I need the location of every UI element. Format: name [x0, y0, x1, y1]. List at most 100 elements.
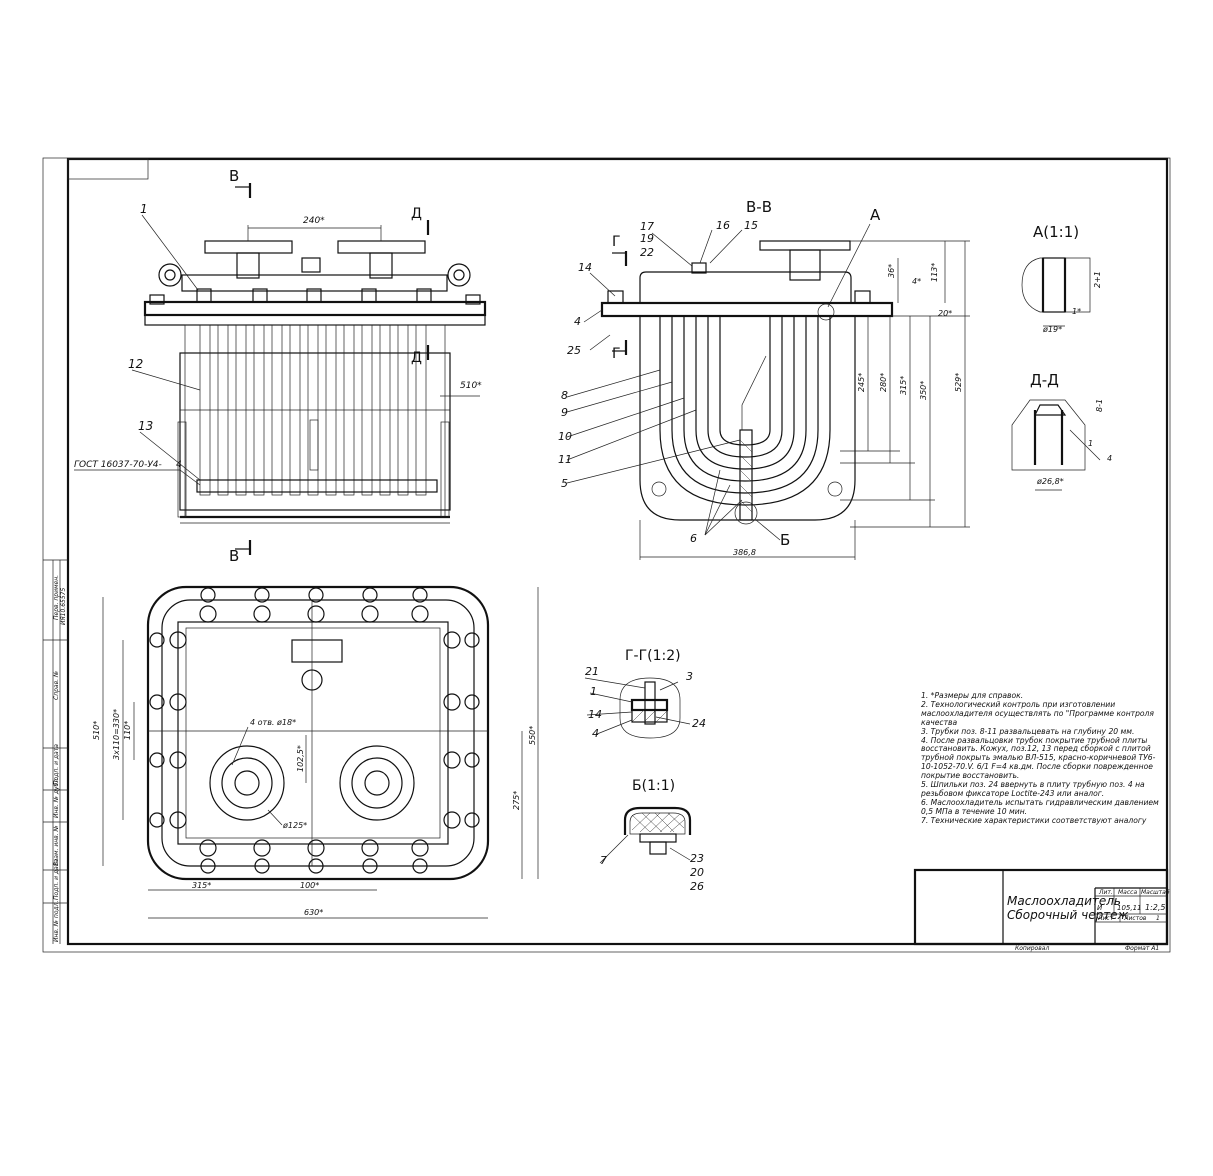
dim-plan-110: 110*	[123, 721, 132, 740]
dim-bb-3868: 386,8	[733, 548, 756, 557]
sheets-label: Листов	[1123, 915, 1147, 922]
pos-bb-14: 14	[578, 261, 592, 274]
stamp-inv-dubl: Инв. № дубл.	[53, 777, 60, 818]
pos-bb-8: 8	[561, 389, 568, 402]
pos-b-7: 7	[600, 854, 607, 867]
col-scale: Масштаб	[1141, 889, 1170, 896]
section-gg-view: Г-Г(1:2) 21 3 1 14 24 4	[584, 648, 706, 740]
pos-bb-15: 15	[744, 219, 758, 232]
dim-bb-529: 529*	[954, 373, 963, 392]
stamp-perv-primen: Перв. примен.	[53, 575, 60, 620]
dim-d-4: 4	[1107, 454, 1112, 463]
plan-bolts	[149, 587, 480, 874]
sheet-label: Лист	[1097, 915, 1114, 922]
dim-d-268: ø26,8*	[1036, 477, 1064, 486]
detail-a-view: А(1:1) ø19* 1* 2+1	[1021, 223, 1102, 334]
dim-plan-1025: 102,5*	[296, 745, 305, 772]
detail-a-title: А(1:1)	[1033, 223, 1079, 241]
dim-plan-630: 630*	[304, 908, 323, 917]
nozzle-left	[209, 745, 285, 821]
section-bb: В-В А Г Г	[558, 198, 970, 560]
technical-notes: 1. *Размеры для справок. 2. Технологичес…	[921, 691, 1163, 826]
title-name: Маслоохладитель	[1007, 894, 1121, 908]
dim-bb-4: 4*	[912, 277, 921, 286]
stamp-perv-value: ИЯ10.65575	[60, 588, 67, 625]
dim-front-240: 240*	[303, 216, 325, 226]
dim-bb-350: 350*	[919, 381, 928, 400]
dim-bb-20: 20*	[938, 309, 952, 318]
pos-bb-22: 22	[640, 246, 654, 259]
pos-bb-25: 25	[567, 344, 581, 357]
pos-front-13: 13	[138, 419, 153, 433]
pos-b-23: 23	[690, 852, 704, 865]
dim-plan-315: 315*	[192, 881, 211, 890]
pos-b-20: 20	[690, 866, 704, 879]
col-mass: Масса	[1118, 889, 1137, 896]
section-b-top-label: В	[229, 167, 239, 185]
dim-plan-275: 275*	[512, 791, 521, 810]
scale-value: 1:2,5	[1145, 903, 1166, 912]
dim-plan-125: ø125*	[282, 821, 307, 830]
dim-plan-510: 510*	[92, 721, 101, 740]
detail-b-view: Б(1:1) 7 23 20 26	[599, 778, 704, 893]
section-gg-title: Г-Г(1:2)	[625, 648, 681, 664]
pos-gg-1: 1	[590, 685, 597, 698]
mass-value: 105,11	[1117, 904, 1142, 912]
section-d2-label: Д	[411, 350, 422, 366]
dim-bb-113: 113*	[930, 263, 939, 282]
sheets-count: 1	[1156, 915, 1160, 922]
stamp-podp-data: Подп. и дата	[53, 744, 60, 785]
stamp-podp: Подп. и дата	[53, 859, 60, 900]
pos-b-26: 26	[690, 880, 704, 893]
lit-value: И	[1097, 904, 1103, 912]
dim-bb-315: 315*	[899, 376, 908, 395]
g-top-label: Г	[612, 234, 621, 250]
section-d-label: Д	[411, 206, 422, 222]
pos-bb-11: 11	[558, 453, 572, 466]
title-block: Маслоохладитель Сборочный чертеж Лит. Ма…	[913, 868, 1170, 952]
dim-plan-100: 100*	[300, 881, 319, 890]
pos-bb-9: 9	[561, 406, 568, 419]
detail-b-title: Б(1:1)	[632, 778, 675, 794]
stamp-sprav: Справ. №	[53, 671, 60, 700]
plan-view: 510* 3x110=330* 110* 550* 275* 102,5* 4 …	[92, 585, 539, 919]
dim-bb-245: 245*	[857, 373, 866, 392]
detail-a-callout: А	[870, 206, 881, 224]
sheet-frame	[42, 157, 1171, 953]
title-doc-type: Сборочный чертеж	[1007, 908, 1129, 922]
nozzle-right	[339, 745, 415, 821]
side-stamp: Перв. примен. ИЯ10.65575 Справ. № Подп. …	[43, 559, 68, 944]
pos-gg-14: 14	[588, 708, 602, 721]
dim-plan-550: 550*	[528, 726, 537, 745]
note-1: 1. *Размеры для справок.	[921, 691, 1024, 700]
dim-a-1: 1*	[1072, 307, 1081, 316]
pos-bb-5: 5	[561, 477, 568, 490]
note-5: 5. Шпильки поз. 24 ввернуть в плиту труб…	[921, 780, 1145, 798]
gost-label: ГОСТ 16037-70-У4-	[74, 460, 162, 470]
note-7: 7. Технические характеристики соответств…	[921, 815, 1147, 825]
dim-front-510: 510*	[460, 381, 482, 391]
pos-bb-10: 10	[558, 430, 572, 443]
copied-label: Копировал	[1015, 945, 1049, 952]
pos-gg-4: 4	[592, 727, 599, 740]
dim-a-2: 2+1	[1093, 271, 1102, 288]
pos-bb-19: 19	[640, 232, 654, 245]
section-dd-view: Д-Д ø26,8* 8-1 1 4	[1011, 371, 1112, 491]
gost-weld: 4	[176, 460, 182, 470]
dim-bb-280: 280*	[879, 373, 888, 392]
pos-bb-17: 17	[640, 220, 654, 233]
note-3: 3. Трубки поз. 8-11 развальцевать на глу…	[921, 726, 1135, 736]
stamp-inv-podl: Инв. № подл.	[53, 901, 60, 942]
col-lit: Лит.	[1098, 889, 1113, 896]
dim-a-19: ø19*	[1042, 325, 1062, 334]
section-dd-title: Д-Д	[1030, 371, 1059, 389]
g-bottom-label: Г	[612, 346, 621, 362]
pos-bb-16: 16	[716, 219, 730, 232]
pos-gg-3: 3	[686, 670, 693, 683]
note-2: 2. Технологический контроль при изготовл…	[921, 699, 1154, 727]
section-b-bottom-label: В	[229, 547, 239, 565]
dim-bb-36: 36*	[887, 264, 896, 278]
pos-bb-4: 4	[574, 315, 581, 328]
pos-gg-21: 21	[585, 665, 599, 678]
